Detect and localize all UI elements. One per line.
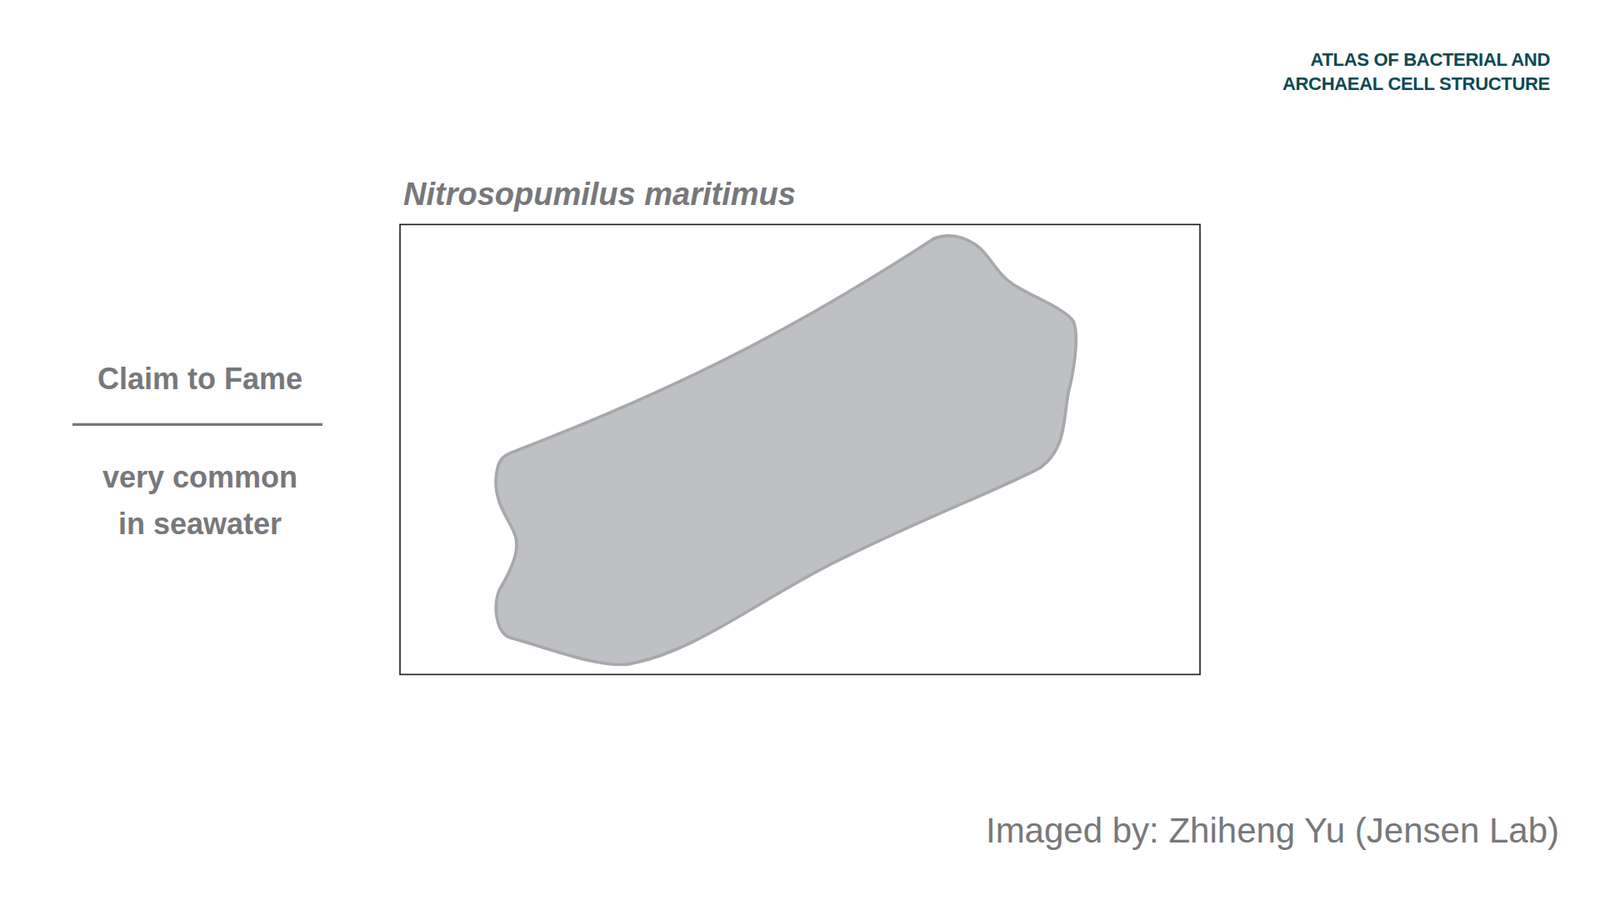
cell-outline — [495, 235, 1076, 665]
species-title: Nitrosopumilus maritimus — [403, 176, 796, 214]
divider-line — [72, 423, 323, 426]
atlas-logo: ATLAS OF BACTERIAL AND ARCHAEAL CELL STR… — [1225, 48, 1550, 96]
claim-text: very common in seawater — [91, 454, 309, 548]
credit-caption: Imaged by: Zhiheng Yu (Jensen Lab) — [985, 810, 1560, 852]
image-frame — [400, 224, 1200, 675]
section-heading: Claim to Fame — [75, 360, 325, 397]
